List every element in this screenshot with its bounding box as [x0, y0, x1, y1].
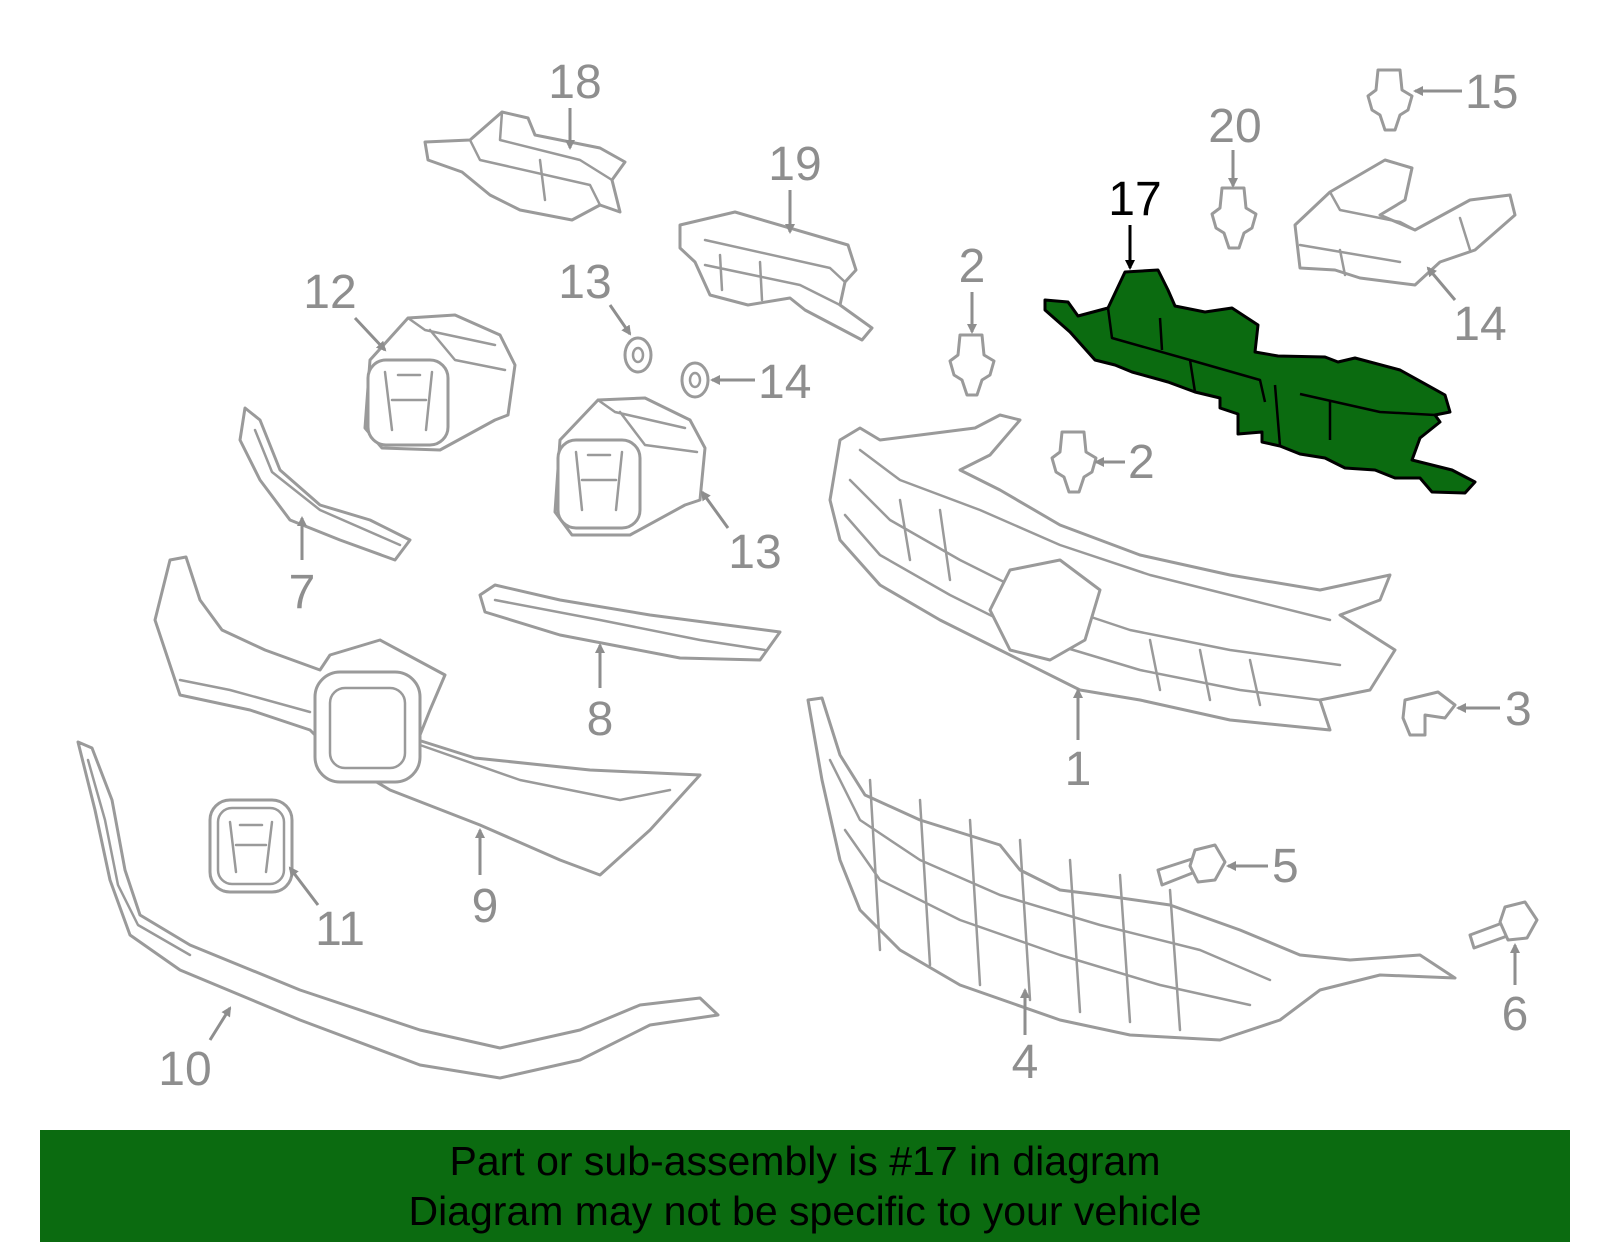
part-14-washer [623, 336, 710, 399]
callout-12-label: 12 [303, 266, 356, 319]
callout-1: 1 [1065, 688, 1092, 796]
callout-13-label: 13 [728, 526, 781, 579]
part-8-molding [478, 583, 782, 662]
part-9-grille-frame [153, 555, 702, 877]
callout-20-label: 20 [1208, 100, 1261, 153]
callout-2b-label: 2 [1128, 436, 1155, 489]
part-12-emblem-housing [363, 313, 517, 452]
callout-18: 18 [548, 56, 602, 150]
callout-20: 20 [1208, 100, 1262, 188]
part-2-clip-a [948, 333, 996, 397]
callout-11: 11 [288, 866, 365, 956]
callout-3-label: 3 [1505, 683, 1532, 736]
callout-10: 10 [158, 1006, 232, 1096]
callout-19: 19 [768, 138, 822, 234]
callout-5-label: 5 [1272, 840, 1299, 893]
callout-17: 17 [1108, 173, 1162, 270]
part-1-main-grille [828, 413, 1397, 732]
callout-14b: 14 [710, 356, 811, 409]
callout-11-label: 11 [315, 903, 365, 956]
part-20-clip [1210, 186, 1258, 250]
callout-8: 8 [587, 643, 614, 746]
callout-19-label: 19 [768, 138, 821, 191]
part-11-emblem [208, 798, 294, 894]
part-13-emblem-housing [553, 396, 707, 537]
callout-17-label: 17 [1108, 173, 1161, 226]
parts-diagram: 1 2 2 3 4 5 6 7 [76, 56, 1539, 1096]
part-7-molding [238, 406, 412, 562]
banner-line-2: Diagram may not be specific to your vehi… [408, 1188, 1202, 1234]
banner-line-1: Part or sub-assembly is #17 in diagram [449, 1138, 1161, 1184]
callout-2b: 2 [1094, 436, 1155, 489]
callout-1-label: 1 [1065, 743, 1092, 796]
callout-9: 9 [472, 828, 499, 933]
callout-14a-label: 13 [558, 256, 611, 309]
callout-2a-label: 2 [959, 240, 986, 293]
callout-2a: 2 [959, 240, 986, 334]
callout-7: 7 [289, 516, 316, 619]
callout-12: 12 [303, 266, 387, 352]
part-5-bolt [1156, 843, 1227, 887]
part-17-shroud-highlighted [1043, 268, 1477, 495]
part-6-bolt [1468, 900, 1539, 950]
callout-4: 4 [1012, 988, 1039, 1089]
callout-14a: 13 [558, 256, 632, 336]
callout-10-label: 10 [158, 1043, 211, 1096]
part-19-bracket [678, 210, 874, 342]
callout-16-label: 15 [1465, 66, 1518, 119]
part-4-lower-grille [806, 696, 1457, 1042]
part-18-bracket [423, 110, 627, 222]
callout-9-label: 9 [472, 880, 499, 933]
part-16-clip [1366, 68, 1414, 132]
callout-15-label: 14 [1453, 298, 1506, 351]
part-15-bracket [1293, 158, 1517, 287]
part-3-clip [1401, 690, 1457, 737]
callout-5: 5 [1226, 840, 1299, 893]
callout-3: 3 [1456, 683, 1532, 736]
callout-14b-label: 14 [758, 356, 811, 409]
callout-16: 15 [1413, 66, 1518, 119]
callout-18-label: 18 [548, 56, 601, 109]
callout-15: 14 [1426, 266, 1507, 351]
callout-7-label: 7 [289, 566, 316, 619]
callout-8-label: 8 [587, 693, 614, 746]
part-2-clip-b [1050, 430, 1098, 494]
callout-6-label: 6 [1502, 988, 1529, 1041]
callout-6: 6 [1502, 943, 1529, 1041]
callout-4-label: 4 [1012, 1036, 1039, 1089]
info-banner: Part or sub-assembly is #17 in diagram D… [40, 1130, 1570, 1242]
part-10-lower-strip [76, 740, 720, 1080]
callouts: 1 2 2 3 4 5 6 7 [158, 56, 1531, 1096]
callout-13: 13 [700, 490, 782, 579]
